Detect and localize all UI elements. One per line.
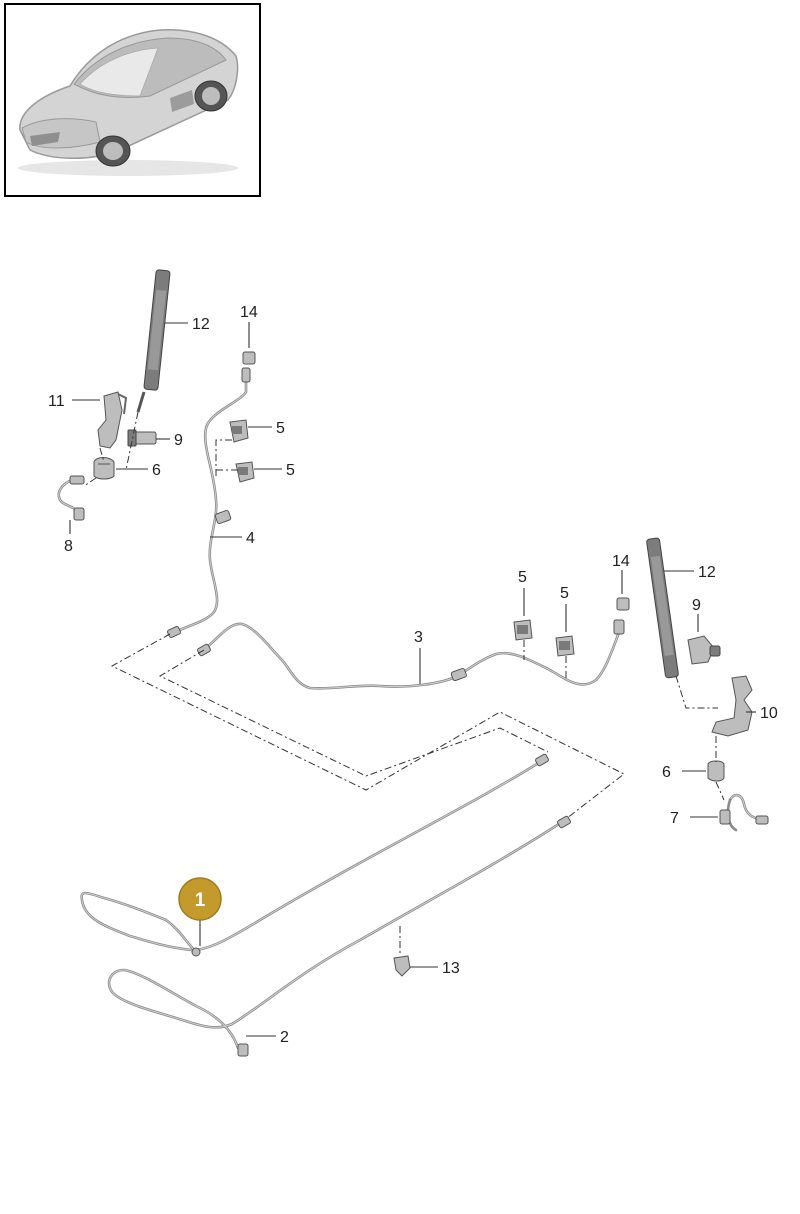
connector-hose-right[interactable] <box>719 793 769 832</box>
callout-7: 7 <box>670 810 679 827</box>
vehicle-thumbnail[interactable] <box>4 3 261 197</box>
callout-6-left: 6 <box>152 462 161 479</box>
callout-4: 4 <box>246 530 255 547</box>
bracket-left[interactable] <box>97 391 128 449</box>
callout-10: 10 <box>760 705 778 722</box>
hose-holder-5c[interactable] <box>513 619 533 641</box>
washer-line-1[interactable] <box>80 753 550 957</box>
end-cap-right[interactable] <box>616 597 630 611</box>
callout-5-d: 5 <box>560 585 569 602</box>
callout-6-right: 6 <box>662 764 671 781</box>
mount-bolt-right[interactable] <box>687 635 721 665</box>
washer-line-2[interactable] <box>107 815 571 1057</box>
callout-5-a: 5 <box>276 420 285 437</box>
callout-14-top: 14 <box>240 304 258 321</box>
mount-bolt-left[interactable] <box>127 429 157 447</box>
callout-8: 8 <box>64 538 73 555</box>
hose-clip-right[interactable] <box>707 760 725 782</box>
bracket-right[interactable] <box>711 675 753 737</box>
callout-14-right: 14 <box>612 553 630 570</box>
gas-strut-left[interactable] <box>136 269 171 413</box>
callout-5-b: 5 <box>286 462 295 479</box>
hose-holder-5a[interactable] <box>229 419 249 443</box>
gas-strut-right[interactable] <box>646 537 679 679</box>
washer-line-4[interactable] <box>167 367 251 639</box>
callout-13: 13 <box>442 960 460 977</box>
end-cap-top[interactable] <box>242 351 256 365</box>
callout-2: 2 <box>280 1029 289 1046</box>
callout-3: 3 <box>414 629 423 646</box>
callout-5-c: 5 <box>518 569 527 586</box>
retaining-clip-13[interactable] <box>393 955 411 977</box>
callout-9-right: 9 <box>692 597 701 614</box>
highlight-callout-1[interactable]: 1 <box>178 877 222 921</box>
washer-line-3[interactable] <box>197 619 625 690</box>
callout-12-right: 12 <box>698 564 716 581</box>
connector-hose-left[interactable] <box>57 475 85 521</box>
hose-holder-5d[interactable] <box>555 635 575 657</box>
callout-9-left: 9 <box>174 432 183 449</box>
callout-12-left: 12 <box>192 316 210 333</box>
car-thumbnail-icon <box>18 28 239 176</box>
hose-holder-5b[interactable] <box>235 461 255 483</box>
hose-clip-left[interactable] <box>93 457 115 480</box>
callout-1: 1 <box>195 890 206 911</box>
callout-11: 11 <box>48 393 65 410</box>
